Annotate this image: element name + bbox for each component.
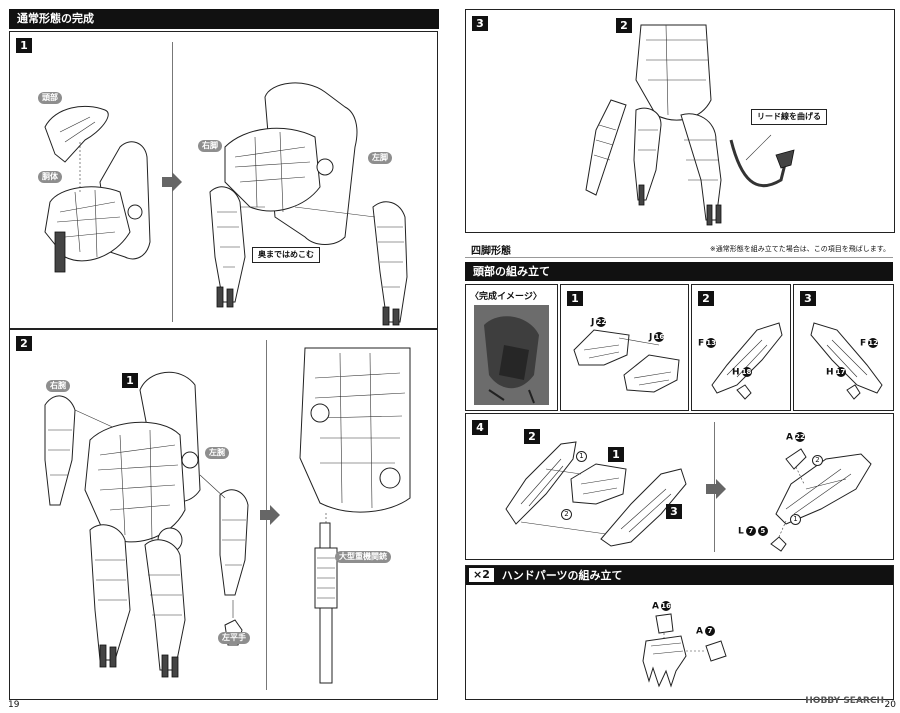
head-step3-number: 3 [800,291,816,306]
label-heavy-machine-gun: 大型重機関銃 [335,551,391,563]
step4-ref-1: 1 [608,447,624,462]
step1-arrow-icon [162,172,182,192]
step1-assembled-illustration [209,82,408,326]
right-step3-frame: 3 2 リード線を曲げる [465,9,895,233]
step2-subref-number: 1 [122,373,138,388]
hand-assembly-illustration [642,613,727,688]
left-page: 通常形態の完成 1 頭部 胴体 [8,9,439,710]
left-page-number: 19 [8,700,20,710]
right-page-number: 20 [884,700,896,710]
hand-assembly-title: ハンドパーツの組み立て [501,569,623,582]
head-assembly-title: 頭部の組み立て [473,265,550,278]
step4-ref-3: 3 [666,504,682,519]
head-step1-number: 1 [567,291,583,306]
section-rule [465,257,893,258]
label-left-arm: 左腕 [205,447,229,459]
step4-ref-2: 2 [524,429,540,444]
right-step3-subref-number: 2 [616,18,632,33]
head-assembly-bar: 頭部の組み立て [465,262,893,281]
label-torso: 胴体 [38,171,62,183]
label-left-leg: 左脚 [368,152,392,164]
callout-press-fully: 奥まではめこむ [252,247,320,263]
hand-multiplier-badge: ×2 [469,568,494,582]
hand-assembly-bar: ×2 ハンドパーツの組み立て [466,566,893,585]
step2-body-illustration [44,371,249,678]
completion-image-label: 〈完成イメージ〉 [470,292,542,302]
quadruped-section-note: ※通常形態を組み立てた場合は、この項目を飛ばします。 [709,245,890,253]
label-head: 頭部 [38,92,62,104]
right-page: 3 2 リード線を曲げる 四脚形態 ※通常形態を組み立てた場合は、この項目を飛ば… [455,0,900,713]
step2-frame: 2 1 [9,329,438,700]
step1-frame: 1 頭部 胴体 [9,31,438,329]
step4-arrow-icon [706,479,726,499]
completion-image-frame: 〈完成イメージ〉 [465,284,558,411]
quadruped-section-title: 四脚形態 [471,246,511,257]
label-right-arm: 右腕 [46,380,70,392]
step2-number: 2 [16,336,32,351]
step4-order-4: 1 [790,514,801,525]
head-step3-illustration [810,322,883,400]
step1-number: 1 [16,38,32,53]
label-left-hand: 左平手 [218,632,250,644]
right-step3-illustration [585,24,795,226]
step2-gun-illustration [299,347,411,684]
step1-exploded-illustration [44,105,151,273]
left-header-bar: 通常形態の完成 [9,9,439,29]
head-step4-number: 4 [472,420,488,435]
step4-order-3: 2 [812,455,823,466]
step4-order-1: 1 [576,451,587,462]
callout-bend-lead-wire: リード線を曲げる [751,109,827,125]
right-step3-number: 3 [472,16,488,31]
label-right-leg: 右脚 [198,140,222,152]
watermark: HOBBY SEARCH [805,696,884,706]
head-step1-illustration [573,329,680,393]
completion-photo [474,305,549,405]
step2-arrow-icon [260,505,280,525]
step4-order-2: 2 [561,509,572,520]
head-step2-illustration [711,322,783,400]
head-step2-number: 2 [698,291,714,306]
head-step4-exploded-illustration [505,441,687,547]
left-header-title: 通常形態の完成 [17,12,94,25]
